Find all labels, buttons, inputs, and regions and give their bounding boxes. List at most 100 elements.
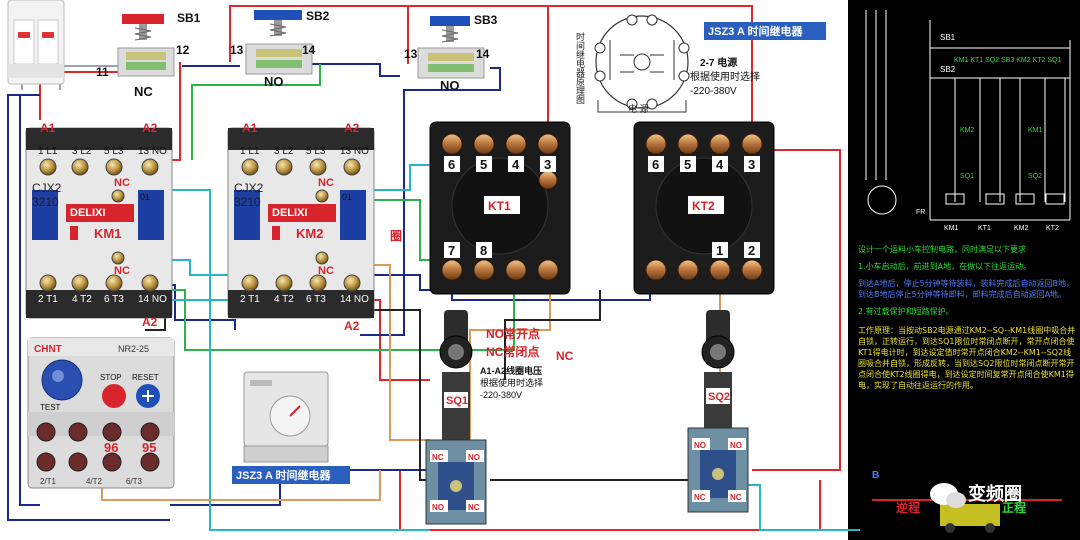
kt2-pin-3: 3 [748,157,755,172]
sch-sq2: SQ2 [1028,173,1042,180]
desc-title: 设计一个运料小车控制电路，同时满足以下要求 [858,245,1026,254]
kt2-name: KT2 [692,199,715,213]
sb2-terminal-right: 14 [302,43,316,57]
sch-b-km2: KM2 [1014,225,1029,232]
sb3-type: NO [440,78,460,93]
note-line4: 根据使用时选择 [480,377,543,388]
km2-brand: DELIXI [272,207,307,219]
kt2-pin-1: 1 [716,243,723,258]
km2-model-top: CJX2 [234,181,264,195]
circle-char: 圈 [390,228,402,243]
sch-fr: FR [916,209,925,216]
km1-a2-bottom: A2 [142,315,158,329]
sch-top-row: KM1 KT1 SQ2 SB3 KM2 KT2 SQ1 [954,57,1061,64]
push-button-sb3[interactable]: SB3 13 14 NO [404,13,498,93]
kt2-pin-5: 5 [684,157,691,172]
timer-side-label: 时间继电器原理图 [575,31,585,105]
timer-device-label: JSZ3 A 时间继电器 [236,468,332,482]
desc-req-detail: 到达A地后，停止5分钟等待装料，装料完成后自动返回B地，到达B地后停止5分钟等待… [858,279,1075,299]
km2-bottom-screws [241,274,361,292]
sch-sb2: SB2 [940,65,956,74]
right-schematic-labels: SB1 SB2 KM1 KT1 SQ2 SB3 KM2 KT2 SQ1 KM2 … [916,33,1061,232]
sch-sq1: SQ1 [960,173,974,180]
timer-note-3: -220-380V [690,86,737,97]
sb2-terminal-left: 13 [230,43,244,57]
timer-device: JSZ3 A 时间继电器 [232,371,350,484]
desc-work-title: 工作原理： [858,326,898,335]
km1-bot-t4: 14 NO [138,294,167,305]
km1-bot-t1: 2 T1 [38,294,58,305]
kt1-name: KT1 [488,199,511,213]
kt2-pin-2: 2 [748,243,755,258]
sb1-terminal-left: 11 [96,65,109,79]
km2-top-t4: 13 NO [340,146,369,157]
km2-name: KM2 [296,226,323,241]
sb3-terminal-left: 13 [404,47,418,61]
kt1-pin-6: 6 [448,157,455,172]
sch-b-km1: KM1 [944,225,959,232]
km2-a1: A1 [242,121,258,135]
sq2-contact-2: NO [730,441,742,450]
timer-note-2: 根据使用时选择 [690,70,760,83]
km2-bot-t3: 6 T3 [306,294,326,305]
limit-switch-sq2: SQ2 NO NO NC NC [687,310,749,513]
overload-t3: 6/T3 [126,477,143,486]
sq1-contact-2: NO [468,453,480,462]
kt2-pin-6: 6 [652,157,659,172]
notes: NO常开点 NC常闭点 A1-A2线圈电压 根据使用时选择 -220-380V … [480,326,574,400]
desc-req1: 1.小车启动后，前进到A地，在做以下往返运动。 [858,262,1032,271]
km2-model-bottom: 3210 [234,195,261,209]
overload-reset: RESET [132,373,159,382]
sb2-type: NO [264,74,284,89]
sb3-label: SB3 [474,13,498,27]
timer-power-label: 电 源 [628,103,649,114]
sch-sb1: SB1 [940,33,956,42]
motion-forward: 正程 [1002,500,1026,515]
sq1-contact-3: NO [432,503,444,512]
kt1-pin-3: 3 [544,157,551,172]
sq1-name: SQ1 [446,395,468,407]
km1-brand: DELIXI [70,207,105,219]
sch-km1: KM1 [1028,127,1043,134]
push-button-sb2[interactable]: SB2 13 14 NO [230,9,330,89]
kt1-pin-5: 5 [480,157,487,172]
fuse-holder [7,0,65,85]
km2-aux: 01 [342,192,352,202]
sb2-label: SB2 [306,9,330,23]
right-schematic [865,10,1071,221]
relay-socket-kt1: 6 5 4 3 7 8 KT1 [429,121,571,295]
overload-model: NR2-25 [118,344,149,354]
push-button-sb1[interactable]: SB1 11 12 NC [96,11,201,99]
limit-switch-sq1: SQ1 NC NO NO NC [425,310,487,525]
schematic-description: 设计一个运料小车控制电路，同时满足以下要求 1.小车启动后，前进到A地，在做以下… [858,245,1075,390]
km1-nc-top: NC [114,177,130,189]
sch-b-kt1: KT1 [978,225,991,232]
overload-test: TEST [40,403,61,412]
relay-socket-kt2: 6 5 4 3 1 2 KT2 [633,121,775,295]
contactor-km1: A1 A2 1 L1 3 L2 5 L3 13 NO 2 T1 4 T2 6 T… [25,121,173,329]
km1-top-t4: 13 NO [138,146,167,157]
km2-top-t1: 1 L1 [240,146,260,157]
overload-t1: 2/T1 [40,477,57,486]
km2-a2-bottom: A2 [344,319,360,333]
desc-req2: 2.有过载保护和短路保护。 [858,307,954,316]
overload-stop: STOP [100,373,122,382]
overload-t2: 4/T2 [86,477,103,486]
nc-wire-label: NC [556,349,574,363]
km1-top-t3: 5 L3 [104,146,124,157]
sb3-terminal-right: 14 [476,47,490,61]
overload-96: 96 [104,440,118,455]
motion-reverse: 逆程 [896,500,920,515]
km1-model-bottom: 3210 [32,195,59,209]
km1-nc-bottom: NC [114,265,130,277]
sb1-type: NC [134,84,153,99]
note-line5: -220-380V [480,390,522,400]
timer-note-1: 2-7 电源 [700,56,737,69]
note-line1: NO常开点 [486,326,540,341]
km2-a2: A2 [344,121,360,135]
sq1-contact-1: NC [432,453,444,462]
km2-bot-t4: 14 NO [340,294,369,305]
watermark: 变频圈 [930,483,1022,508]
kt1-pin-8: 8 [480,243,487,258]
